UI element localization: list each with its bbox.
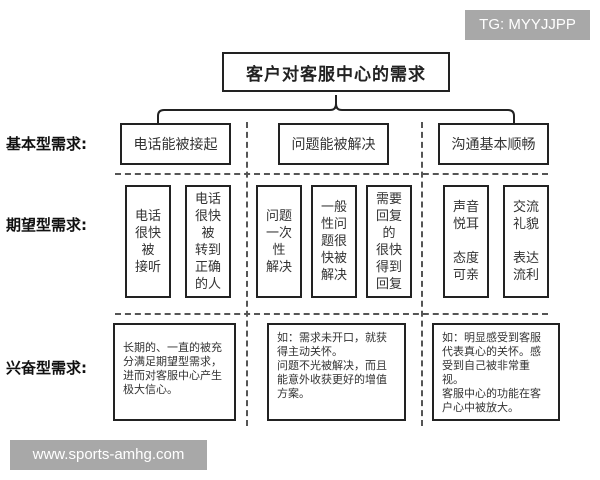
watermark-tg: TG: MYYJJPP bbox=[465, 10, 590, 40]
exciting-need-box-2: 如：需求未开口，就获 得主动关怀。 问题不光被解决，而且 能意外收获更好的增值 … bbox=[267, 323, 406, 421]
row-label-basic: 基本型需求: bbox=[6, 135, 87, 153]
expected-need-box: 问题 一次 性 解决 bbox=[256, 185, 302, 298]
expected-need-box: 电话 很快 被 转到 正确 的人 bbox=[185, 185, 231, 298]
expected-need-box: 声音 悦耳 态度 可亲 bbox=[443, 185, 489, 298]
expected-need-box: 一般 性问 题很 快被 解决 bbox=[311, 185, 357, 298]
exciting-need-box-1: 长期的、一直的被充 分满足期望型需求， 进而对客服中心产生 极大信心。 bbox=[113, 323, 236, 421]
row-label-expected: 期望型需求: bbox=[6, 216, 87, 234]
basic-need-box-2: 问题能被解决 bbox=[278, 123, 389, 165]
column-divider-2 bbox=[421, 122, 423, 426]
row-divider-1 bbox=[115, 173, 548, 175]
row-label-exciting: 兴奋型需求: bbox=[6, 359, 87, 377]
expected-need-box: 电话 很快 被 接听 bbox=[125, 185, 171, 298]
exciting-need-box-3: 如：明显感受到客服 代表真心的关怀。感 受到自己被非常重视。 客服中心的功能在客… bbox=[432, 323, 560, 421]
watermark-url: www.sports-amhg.com bbox=[10, 440, 207, 470]
basic-need-box-1: 电话能被接起 bbox=[120, 123, 231, 165]
diagram-title: 客户对客服中心的需求 bbox=[222, 52, 450, 92]
basic-need-box-3: 沟通基本顺畅 bbox=[438, 123, 549, 165]
brace-connector bbox=[157, 95, 515, 123]
row-divider-2 bbox=[115, 313, 548, 315]
column-divider-1 bbox=[246, 122, 248, 426]
expected-need-box: 需要 回复 的 很快 得到 回复 bbox=[366, 185, 412, 298]
expected-need-box: 交流 礼貌 表达 流利 bbox=[503, 185, 549, 298]
